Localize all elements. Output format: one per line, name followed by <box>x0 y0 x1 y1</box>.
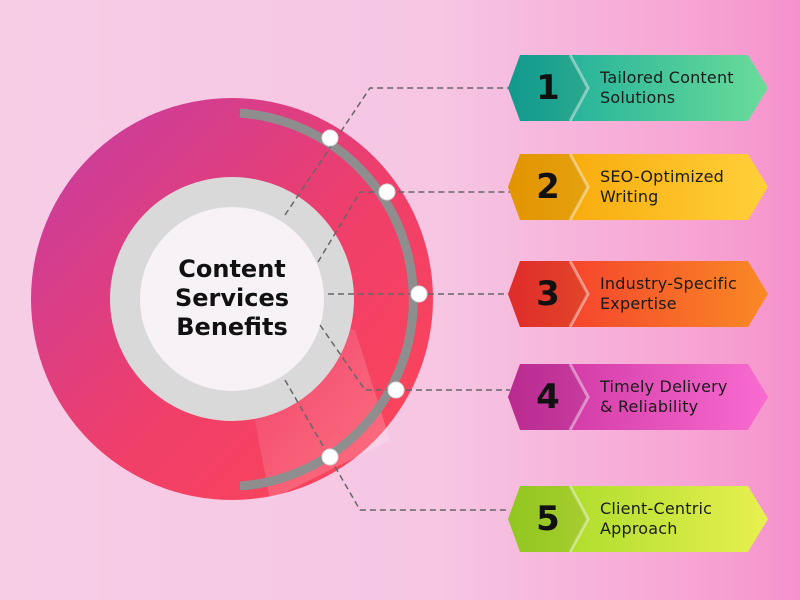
badge-label-line-2: & Reliability <box>600 397 699 416</box>
badge-number: 5 <box>536 499 560 539</box>
badge-shape <box>508 55 768 121</box>
node-5 <box>321 448 339 466</box>
connector-4 <box>319 324 510 391</box>
badge-label-line-1: Tailored Content <box>600 68 734 87</box>
node-3 <box>410 285 428 303</box>
badge-number: 4 <box>536 377 560 417</box>
hub-title-line-1: Content <box>178 255 286 283</box>
badge-label-line-1: Timely Delivery <box>600 377 728 396</box>
badge-label-line-2: Approach <box>600 519 678 538</box>
badge-label-line-2: Expertise <box>600 294 677 313</box>
badge-label-line-2: Solutions <box>600 88 676 107</box>
badge-label-line-1: Client-Centric <box>600 499 713 518</box>
badge-label-line-1: Industry-Specific <box>600 274 737 293</box>
hub-title-line-3: Benefits <box>176 313 288 341</box>
node-2 <box>378 183 396 201</box>
badge-label: Timely Delivery& Reliability <box>600 364 760 430</box>
connector-1 <box>284 87 510 216</box>
connector-2 <box>317 191 510 263</box>
hub-title: Content Services Benefits <box>140 255 324 342</box>
badge-number: 3 <box>536 274 560 314</box>
badge-label-line-1: SEO-Optimized <box>600 167 725 186</box>
badge-shape <box>508 154 768 220</box>
badge-shape <box>508 261 768 327</box>
connectors <box>284 87 510 511</box>
node-1 <box>321 129 339 147</box>
connector-5 <box>284 379 510 511</box>
hub-title-line-2: Services <box>174 284 290 312</box>
node-4 <box>387 381 405 399</box>
badge-number: 1 <box>536 68 560 108</box>
benefit-badge-4: 4 Timely Delivery& Reliability <box>508 364 768 430</box>
badge-label-line-2: Writing <box>600 187 659 206</box>
badge-shape <box>508 486 768 552</box>
badge-shape <box>508 364 768 430</box>
center-disc <box>140 207 324 391</box>
badge-number: 2 <box>536 167 560 207</box>
